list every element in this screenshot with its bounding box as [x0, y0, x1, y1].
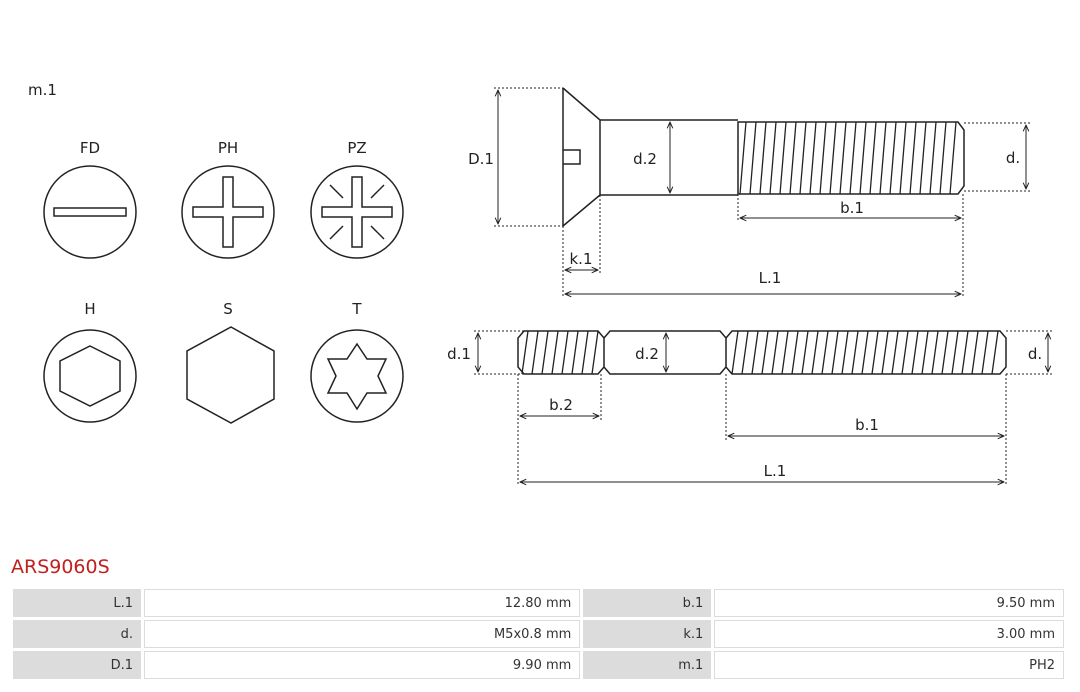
countersunk-screw-drawing — [562, 87, 965, 227]
dim-thread-length: b.1 — [840, 199, 864, 217]
spec-value: 9.50 mm — [714, 589, 1064, 617]
slotted-drive-icon — [43, 165, 137, 259]
spec-label: b.1 — [583, 589, 712, 617]
spec-label: D.1 — [13, 651, 141, 679]
torx-drive-icon — [310, 329, 404, 423]
dim-stud-total-length: L.1 — [764, 462, 787, 480]
drive-code-t: T — [351, 300, 362, 318]
dim-thread-diameter: d. — [1006, 149, 1020, 167]
spec-value: 3.00 mm — [714, 620, 1064, 648]
spec-label: L.1 — [13, 589, 141, 617]
hex-head-drive-icon — [186, 326, 275, 424]
spec-label: m.1 — [583, 651, 712, 679]
drive-code-h: H — [84, 300, 95, 318]
dim-head-height: k.1 — [570, 250, 593, 268]
table-row: D.1 9.90 mm m.1 PH2 — [13, 651, 1064, 679]
table-row: d. M5x0.8 mm k.1 3.00 mm — [13, 620, 1064, 648]
product-code: ARS9060S — [11, 556, 110, 578]
spec-table: L.1 12.80 mm b.1 9.50 mm d. M5x0.8 mm k.… — [10, 586, 1067, 682]
dim-stud-long-thread: b.1 — [855, 416, 879, 434]
pozidriv-drive-icon — [310, 165, 404, 259]
stud-dimension-lines — [474, 330, 1052, 486]
spec-value: M5x0.8 mm — [144, 620, 581, 648]
spec-label: d. — [13, 620, 141, 648]
dim-stud-mid-diameter: d.2 — [635, 345, 659, 363]
spec-value: 12.80 mm — [144, 589, 581, 617]
table-row: L.1 12.80 mm b.1 9.50 mm — [13, 589, 1064, 617]
dim-shank-diameter: d.2 — [633, 150, 657, 168]
drive-code-fd: FD — [80, 139, 100, 157]
dim-head-diameter: D.1 — [468, 150, 494, 168]
dim-stud-end-diameter: d.1 — [447, 345, 471, 363]
hex-socket-drive-icon — [43, 329, 137, 423]
spec-value: PH2 — [714, 651, 1064, 679]
dim-stud-short-thread: b.2 — [549, 396, 573, 414]
technical-drawing: m.1 FD PH PZ H S T — [28, 81, 1052, 486]
dim-stud-thread-diameter: d. — [1028, 345, 1042, 363]
phillips-drive-icon — [181, 165, 275, 259]
drive-code-s: S — [223, 300, 233, 318]
drive-code-pz: PZ — [347, 139, 366, 157]
drive-code-ph: PH — [218, 139, 238, 157]
spec-label: k.1 — [583, 620, 712, 648]
drive-key-label: m.1 — [28, 81, 57, 99]
dim-total-length: L.1 — [759, 269, 782, 287]
spec-value: 9.90 mm — [144, 651, 581, 679]
screw-dimension-lines — [494, 87, 1030, 298]
stud-drawing — [517, 330, 1007, 375]
